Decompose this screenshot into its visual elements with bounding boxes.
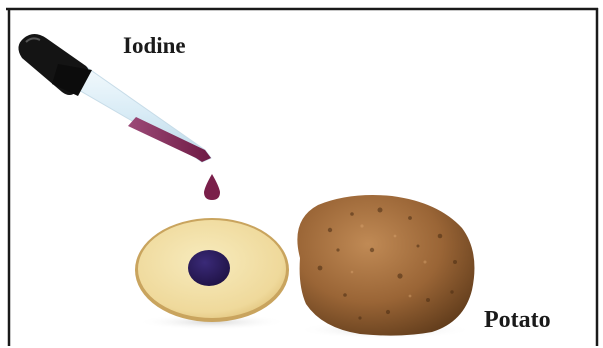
whole-potato-icon — [297, 195, 474, 336]
iodine-label: Iodine — [123, 33, 186, 59]
potato-label: Potato — [484, 307, 551, 334]
frame-border — [6, 8, 598, 346]
starch-spot-icon — [188, 250, 230, 286]
iodine-drop-icon — [204, 174, 220, 200]
